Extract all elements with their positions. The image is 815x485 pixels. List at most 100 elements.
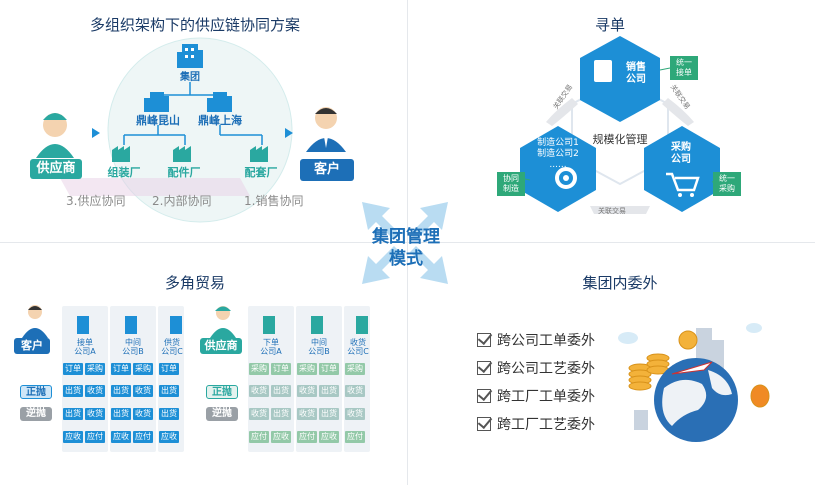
q4-item-label: 跨公司工艺委外 [497,361,595,377]
building-icon [356,316,368,334]
q1-sub-kunshan: 鼎峰昆山 [136,114,180,127]
q2-title: 寻单 [594,16,625,34]
q3-right-cell: 订单 [271,363,291,375]
q3-left-col-header: 供货 公司C [161,338,183,356]
q3-right-cell: 应付 [345,431,365,443]
q3-left-cell: 订单 [111,363,131,375]
q4-item-2: 跨工厂工单委外 [477,386,595,406]
q3-left-cell: 应收 [159,431,179,443]
q1-plant-assembly: 组装厂 [107,166,141,179]
building-icon [170,316,182,334]
q4-item-3: 跨工厂工艺委外 [477,414,595,434]
q1-flow-supply: 3.供应协同 [66,194,126,208]
q3-right-cell: 收货 [345,385,365,397]
q2-tag-purchase: 统一 采购 [713,172,741,196]
checkbox-icon [477,333,491,347]
q3-left-forward-badge: 正抛 [20,385,52,399]
q3-left-cell: 应付 [85,431,105,443]
q3-left-cell: 出货 [63,408,83,420]
q3-left-cell: 采购 [85,363,105,375]
q3-right-cell: 应付 [297,431,317,443]
globe-illustration-icon [618,323,770,442]
q3-title: 多角贸易 [164,274,225,292]
q3-left-cell: 应收 [63,431,83,443]
q3-right-forward-badge: 正抛 [206,385,238,399]
q3-right-reverse-badge: 逆抛 [206,407,238,421]
q2-sales-label: 销售 公司 [626,62,646,85]
q3-right-cell: 收货 [345,408,365,420]
q3-left-col-header: 接单 公司A [74,338,96,356]
q3-right-col-header: 下单 公司A [260,338,282,356]
q2-mfg-label: 制造公司1 制造公司2 ...... [537,138,579,170]
q3-left-cell: 收货 [133,408,153,420]
q3-supplier-icon [210,306,236,338]
q3-right-cell: 应收 [319,431,339,443]
q1-sub-shanghai: 鼎峰上海 [198,114,242,127]
q3-left-reverse-badge: 逆抛 [20,407,52,421]
q3-right-cell: 采购 [297,363,317,375]
q4-item-1: 跨公司工艺委外 [477,358,595,378]
q1-supplier-badge: 供应商 [30,159,82,179]
q2-arc-bottom: 关联交易 [598,207,626,215]
building-icon [77,316,89,334]
q3-left-cell: 收货 [133,385,153,397]
q4-item-0: 跨公司工单委外 [477,330,595,350]
center-compass-icon [362,202,448,284]
building-icon [311,316,323,334]
q3-right-cell: 收货 [297,385,317,397]
q1-plant-parts: 配件厂 [167,166,201,179]
center-title-line2: 模式 [389,249,423,269]
q3-right-cell: 出货 [319,408,339,420]
q3-left-cell: 订单 [159,363,179,375]
q3-left-cell: 出货 [111,408,131,420]
q3-right-cell: 采购 [249,363,269,375]
q1-flow-internal: 2.内部协同 [152,194,212,208]
q3-right-cell: 出货 [271,408,291,420]
building-icon [125,316,137,334]
q3-right-cell: 采购 [345,363,365,375]
q1-flow-sales: 1.销售协同 [244,194,304,208]
q3-right-cell: 收货 [249,385,269,397]
q1-title: 多组织架构下的供应链协同方案 [89,16,300,34]
checkbox-icon [477,417,491,431]
building-icon [263,316,275,334]
checkbox-icon [477,361,491,375]
q3-left-cell: 订单 [63,363,83,375]
q3-left-cell: 应收 [111,431,131,443]
q3-left-cell: 收货 [85,385,105,397]
q3-left-cell: 出货 [159,408,179,420]
q2-diagram [519,36,721,214]
q1-customer-badge: 客户 [300,159,354,181]
q3-left-col-header: 中间 公司B [122,338,144,356]
q3-left-cell: 应付 [133,431,153,443]
q3-left-cell: 出货 [159,385,179,397]
q3-customer-icon [22,305,48,338]
q3-right-cell: 订单 [319,363,339,375]
q1-plant-support: 配套厂 [244,166,278,179]
q3-supplier-badge: 供应商 [200,338,242,354]
q2-tag-mfg: 协同 制造 [497,172,525,196]
q3-right-cell: 收货 [297,408,317,420]
q3-right-cell: 应付 [249,431,269,443]
q3-left-cell: 收货 [85,408,105,420]
q3-customer-badge: 客户 [14,338,50,354]
q3-right-cell: 收货 [249,408,269,420]
center-title-line1: 集团管理 [372,227,440,247]
q4-item-label: 跨公司工单委外 [497,333,595,349]
q3-right-col-header: 收货 公司C [347,338,369,356]
q2-tag-order: 统一 接单 [670,56,698,80]
horizontal-divider [0,242,815,243]
q3-left-cell: 采购 [133,363,153,375]
q3-right-col-header: 中间 公司B [308,338,330,356]
q3-left-cell: 出货 [63,385,83,397]
q3-left-cell: 出货 [111,385,131,397]
q4-item-label: 跨工厂工艺委外 [497,417,595,433]
q1-diagram [36,37,346,223]
q3-right-cell: 出货 [319,385,339,397]
q4-item-label: 跨工厂工单委外 [497,389,595,405]
q2-purchase-label: 采购 公司 [671,142,691,165]
q3-right-cell: 出货 [271,385,291,397]
q3-right-cell: 应收 [271,431,291,443]
q2-center-label: 规模化管理 [592,133,648,146]
q1-group-label: 集团 [180,72,200,83]
